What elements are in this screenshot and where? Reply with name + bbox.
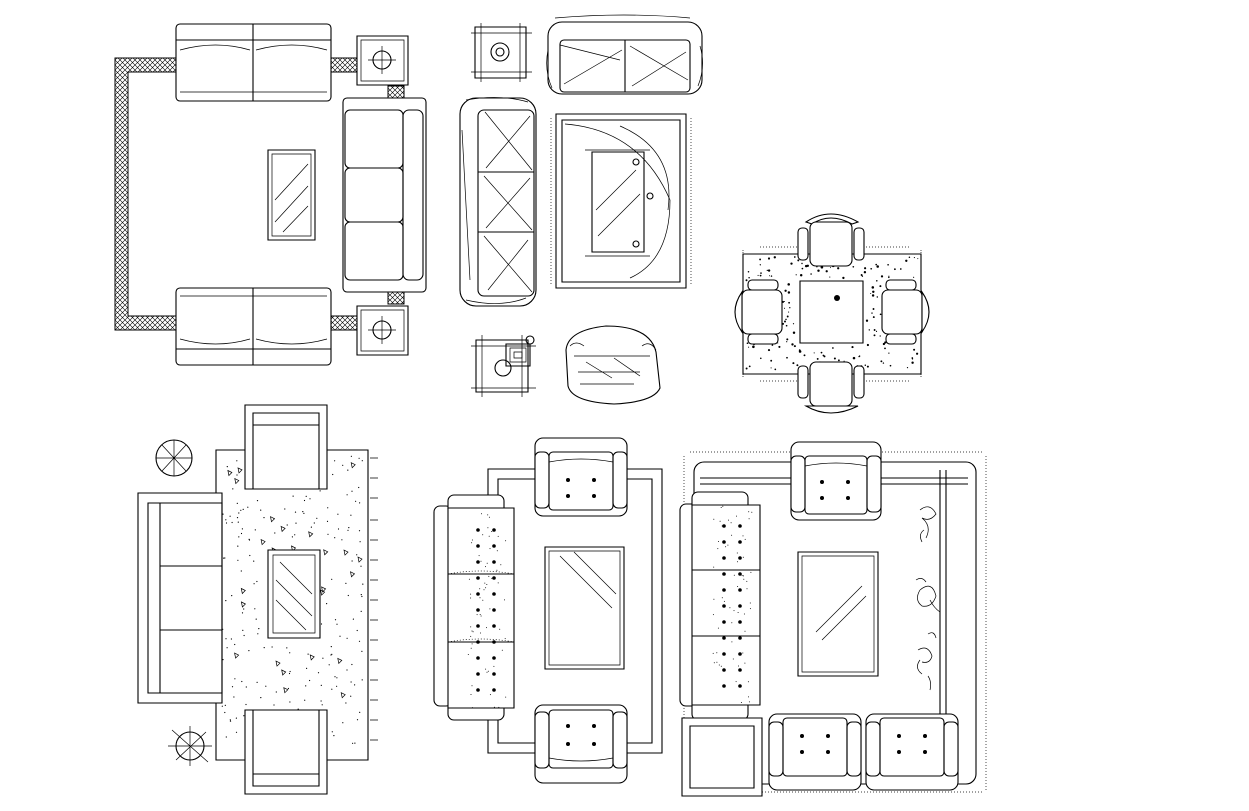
end-table-bottom-small (471, 335, 536, 397)
end-table-square (682, 718, 762, 796)
block-sofa-armchairs-dotted-rug (138, 405, 378, 794)
sofa-three-seat (343, 98, 426, 292)
rug-ornaments (916, 507, 940, 690)
dining-chair-left (735, 280, 782, 344)
sofa-left (138, 493, 222, 703)
dining-chair-bottom (798, 362, 864, 413)
loveseat-top (176, 24, 331, 101)
armchair-sketched (566, 326, 660, 404)
end-table-top (357, 36, 408, 85)
dining-chair-top (798, 214, 864, 266)
armchair-bottom (245, 710, 327, 794)
coffee-table (268, 150, 315, 240)
rug-fringed-with-table (551, 114, 691, 288)
block-tufted-sofa-set (434, 438, 662, 783)
tufted-sofa-left (680, 492, 760, 720)
loveseat-bottom (176, 288, 331, 365)
coffee-table-glass-2 (798, 552, 878, 676)
sofa-tall-sketched (460, 97, 536, 306)
potted-plant-bottom (168, 726, 212, 766)
coffee-table-small (268, 550, 320, 638)
coffee-table-glass (545, 547, 624, 669)
tufted-armchair-bottom-right (866, 714, 958, 790)
end-table-small (471, 23, 532, 82)
block-dining-table-four-chairs (735, 214, 929, 413)
tufted-armchair-bottom-left (769, 714, 861, 790)
tufted-armchair-top-2 (791, 442, 881, 520)
end-table-bottom (357, 306, 408, 355)
tufted-armchair-bottom (535, 705, 627, 783)
block-sofa-set-hatched-rug (115, 24, 426, 365)
tufted-armchair-top (535, 438, 627, 516)
block-tufted-sofa-set-fringed-rug (680, 442, 986, 796)
dining-chair-right (882, 280, 929, 344)
loveseat-sketched (547, 15, 703, 94)
armchair-top (245, 405, 327, 489)
tufted-sofa (434, 495, 514, 720)
potted-plant-top (156, 440, 192, 476)
block-sofa-loveseat-end-tables (460, 15, 703, 404)
